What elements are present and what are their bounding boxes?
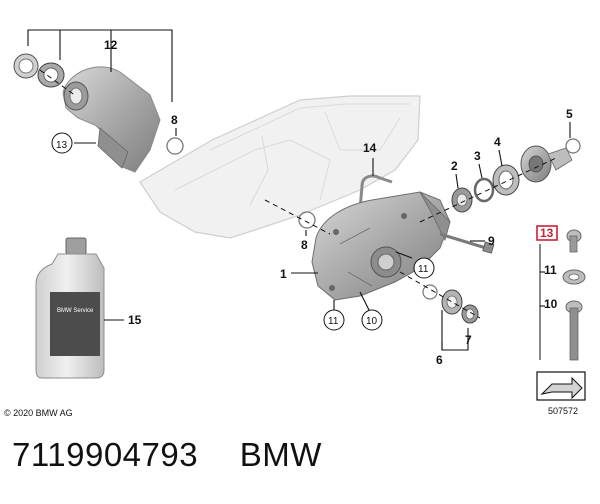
brand-name: BMW	[239, 436, 322, 473]
label-1: 1	[280, 267, 287, 281]
label-11-bottom: 11	[328, 316, 339, 327]
exploded-parts-diagram: BMW Service	[4, 29, 586, 418]
fastener-panel	[536, 225, 586, 401]
label-13: 13	[56, 140, 68, 151]
bolt-10-icon	[565, 300, 583, 361]
label-8-mid: 8	[301, 238, 308, 252]
part-caption: 7119904793 BMW	[12, 436, 322, 474]
label-9: 9	[488, 234, 495, 248]
label-5: 5	[566, 107, 573, 121]
side-label-10: 10	[544, 297, 558, 311]
part-14-breather-hose	[358, 174, 393, 211]
part-1-differential-housing	[311, 191, 451, 301]
highlight-box-13	[536, 225, 558, 241]
label-3: 3	[474, 149, 481, 163]
label-10: 10	[366, 316, 378, 327]
label-11-diff: 11	[418, 264, 429, 275]
washer-11-icon	[562, 269, 586, 285]
part-15-oil-bottle: BMW Service	[35, 237, 105, 379]
arrow-icon	[536, 371, 586, 401]
bolt-13-icon	[566, 229, 582, 253]
label-8-top: 8	[171, 113, 178, 127]
callout-circles	[51, 132, 435, 331]
part-number: 7119904793	[12, 436, 199, 473]
part-labels: 12 13 8 8 14 1 2 3 4 5 9 11 11 10 6 7 15…	[56, 38, 573, 367]
part-12-axle-bracket	[13, 53, 161, 173]
copyright-text: © 2020 BMW AG	[4, 408, 73, 418]
side-label-13: 13	[540, 226, 554, 240]
part-3-ring	[473, 177, 495, 203]
part-5-o-ring	[565, 138, 581, 154]
label-4: 4	[494, 135, 501, 149]
label-14: 14	[363, 141, 377, 155]
o-ring-8-top	[166, 137, 184, 155]
label-6: 6	[436, 353, 443, 367]
label-2: 2	[451, 159, 458, 173]
assembly-dashed-lines	[39, 69, 557, 319]
bottle-label: BMW Service	[57, 308, 94, 314]
label-12: 12	[104, 38, 118, 52]
diagram-id: 507572	[548, 406, 578, 416]
input-flange	[520, 145, 573, 183]
o-ring-8-mid	[298, 211, 316, 229]
label-15: 15	[128, 313, 142, 327]
o-ring-11-diff	[422, 284, 438, 300]
part-9-bolt	[439, 232, 495, 254]
side-label-11: 11	[544, 263, 557, 277]
label-7: 7	[465, 333, 472, 347]
leader-lines	[27, 29, 571, 351]
oil-pan-ghost	[139, 95, 421, 239]
